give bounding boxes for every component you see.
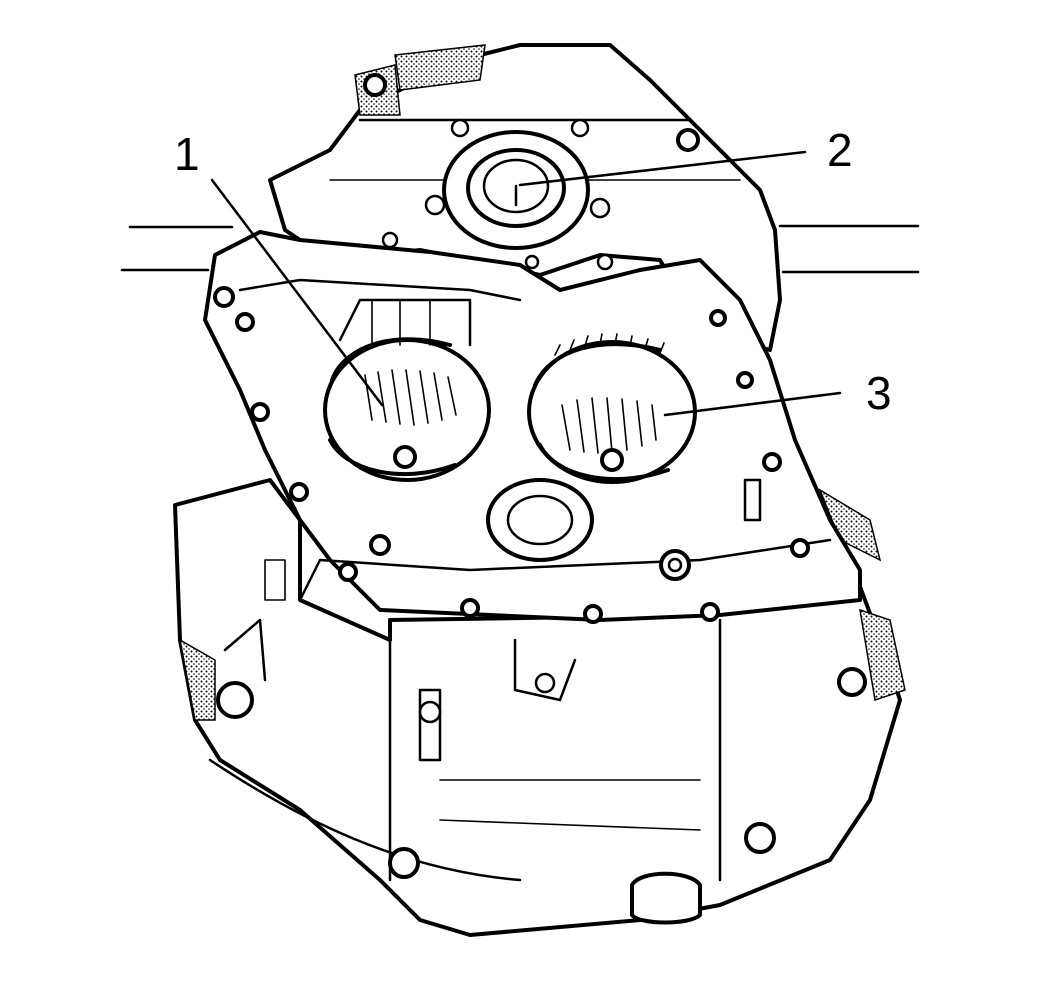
- callout-2: 2: [827, 124, 853, 176]
- leader-lines: [210, 150, 842, 417]
- bell-housing: [173, 478, 906, 937]
- callout-1: 1: [174, 128, 200, 180]
- callout-3: 3: [866, 367, 892, 419]
- right-gear-teeth: [561, 397, 657, 454]
- gear-housing-plate: [203, 230, 862, 624]
- leader-line-3: [663, 391, 842, 417]
- right-gear-ring: [554, 333, 665, 356]
- leader-line-1: [210, 178, 384, 407]
- reference-lines: [120, 224, 920, 274]
- rear-housing: [268, 43, 782, 352]
- leader-line-2: [518, 150, 807, 187]
- callouts: 1 2 3: [174, 124, 892, 419]
